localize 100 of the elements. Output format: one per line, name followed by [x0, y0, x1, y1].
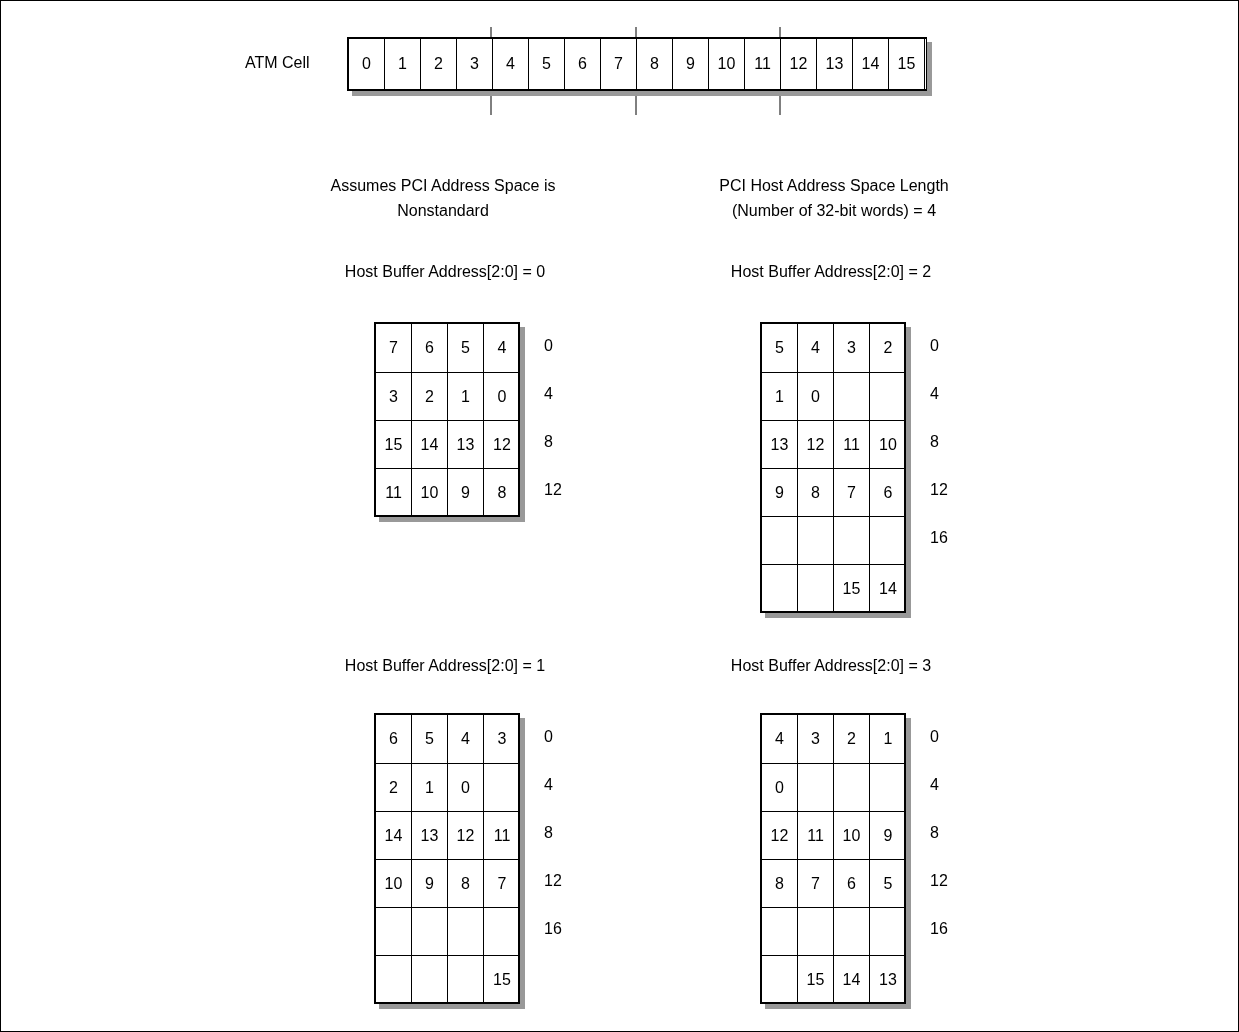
address-offset: 12 [544, 481, 562, 499]
address-offset: 8 [930, 433, 939, 451]
byte-cell: 14 [834, 955, 870, 1003]
byte-cell: 6 [870, 468, 906, 516]
byte-cell: 10 [870, 420, 906, 468]
byte-cell: 5 [870, 859, 906, 907]
byte-cell: 3 [376, 372, 412, 420]
byte-cell: 0 [484, 372, 520, 420]
byte-cell: 12 [484, 420, 520, 468]
byte-cell: 13 [412, 811, 448, 859]
byte-cell: 5 [529, 39, 565, 89]
byte-cell: 15 [484, 955, 520, 1003]
caption-text: PCI Host Address Space Length (Number of 32-bit words) = 4 [718, 176, 950, 221]
byte-cell: 4 [798, 324, 834, 372]
byte-cell: 14 [870, 564, 906, 612]
byte-cell: 2 [834, 715, 870, 763]
byte-cell-text: 1 [882, 729, 894, 749]
byte-cell: 0 [798, 372, 834, 420]
byte-cell: 12 [762, 811, 798, 859]
buffer-heading: Host Buffer Address[2:0] = 0 [343, 262, 547, 282]
address-offset: 16 [930, 529, 948, 547]
byte-cell: 12 [781, 39, 817, 89]
byte-cell: 8 [798, 468, 834, 516]
byte-cell: 10 [412, 468, 448, 516]
byte-cell: 1 [762, 372, 798, 420]
byte-cell: 9 [412, 859, 448, 907]
byte-cell: 9 [762, 468, 798, 516]
address-offset: 4 [930, 776, 939, 794]
byte-cell: 10 [834, 811, 870, 859]
byte-cell: 9 [870, 811, 906, 859]
byte-cell: 3 [834, 324, 870, 372]
byte-cell: 4 [448, 715, 484, 763]
row-title: ATM Cell [245, 54, 310, 72]
byte-cell: 13 [870, 955, 906, 1003]
address-offset: 16 [930, 920, 948, 938]
address-offset: 0 [930, 337, 939, 355]
address-offset: 0 [930, 728, 939, 746]
buffer-heading: Host Buffer Address[2:0] = 3 [729, 656, 933, 676]
byte-cell: 10 [709, 39, 745, 89]
byte-cell: 0 [448, 763, 484, 811]
byte-cell: 11 [834, 420, 870, 468]
buffer-heading: Host Buffer Address[2:0] = 1 [343, 656, 547, 676]
byte-cell: 13 [448, 420, 484, 468]
byte-cell: 12 [798, 420, 834, 468]
byte-cell: 8 [762, 859, 798, 907]
byte-cell: 1 [448, 372, 484, 420]
byte-cell: 11 [484, 811, 520, 859]
byte-cell: 8 [448, 859, 484, 907]
byte-cell: 15 [798, 955, 834, 1003]
byte-cell: 1 [412, 763, 448, 811]
byte-cell: 2 [412, 372, 448, 420]
byte-cell: 11 [376, 468, 412, 516]
byte-cell: 12 [448, 811, 484, 859]
byte-cell: 1 [385, 39, 421, 89]
byte-cell: 5 [762, 324, 798, 372]
byte-cell: 9 [673, 39, 709, 89]
byte-cell: 14 [376, 811, 412, 859]
byte-cell: 7 [601, 39, 637, 89]
address-offset: 8 [544, 433, 553, 451]
byte-cell: 13 [762, 420, 798, 468]
byte-cell: 10 [376, 859, 412, 907]
byte-cell: 14 [853, 39, 889, 89]
byte-cell: 7 [484, 859, 520, 907]
byte-cell: 3 [457, 39, 493, 89]
byte-cell: 2 [376, 763, 412, 811]
byte-cell: 15 [376, 420, 412, 468]
caption-text: Assumes PCI Address Space is Nonstandard [329, 176, 557, 221]
byte-cell: 6 [412, 324, 448, 372]
byte-cell: 5 [412, 715, 448, 763]
byte-cell: 7 [834, 468, 870, 516]
byte-cell-text: 2 [882, 338, 894, 358]
address-offset: 4 [544, 385, 553, 403]
address-offset: 12 [544, 872, 562, 890]
address-offset: 8 [544, 824, 553, 842]
address-offset: 8 [930, 824, 939, 842]
byte-cell: 15 [889, 39, 925, 89]
buffer-heading: Host Buffer Address[2:0] = 2 [729, 262, 933, 282]
byte-cell: 4 [493, 39, 529, 89]
address-offset: 0 [544, 337, 553, 355]
byte-cell: 6 [565, 39, 601, 89]
byte-cell: 7 [376, 324, 412, 372]
byte-cell: 2 [421, 39, 457, 89]
byte-cell: 6 [376, 715, 412, 763]
byte-cell: 0 [762, 763, 798, 811]
byte-cell: 7 [798, 859, 834, 907]
byte-cell: 13 [817, 39, 853, 89]
byte-cell: 9 [448, 468, 484, 516]
byte-cell: 15 [834, 564, 870, 612]
byte-cell-text: 3 [496, 729, 508, 749]
address-offset: 4 [544, 776, 553, 794]
byte-cell: 6 [834, 859, 870, 907]
address-offset: 16 [544, 920, 562, 938]
byte-cell-text: 4 [496, 338, 508, 358]
byte-cell: 8 [637, 39, 673, 89]
byte-cell: 0 [349, 39, 385, 89]
byte-cell: 11 [745, 39, 781, 89]
address-offset: 12 [930, 481, 948, 499]
address-offset: 12 [930, 872, 948, 890]
byte-cell: 11 [798, 811, 834, 859]
address-offset: 4 [930, 385, 939, 403]
